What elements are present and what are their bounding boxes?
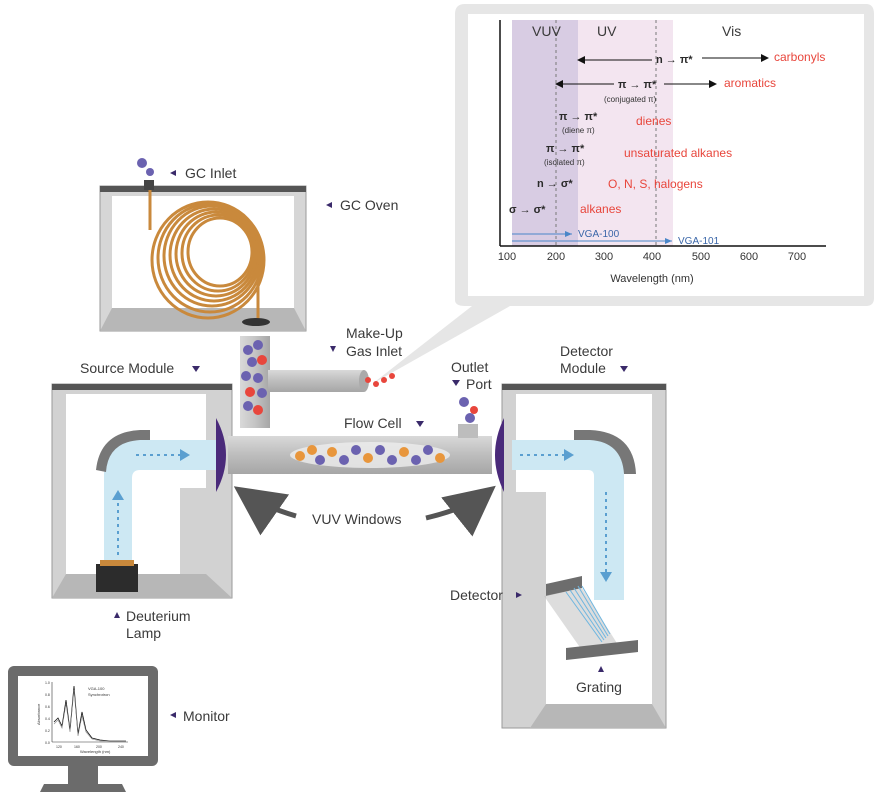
make-up-label-2: Gas Inlet — [346, 343, 402, 359]
transition-carbonyls: n → π* carbonyls — [577, 50, 825, 66]
svg-text:0.4: 0.4 — [45, 717, 50, 721]
source-module — [51, 383, 233, 599]
region-vuv: VUV — [532, 23, 561, 39]
region-vis: Vis — [722, 23, 741, 39]
outlet-pointer-icon — [452, 380, 460, 386]
monitor-ylabel: Absorbance — [36, 703, 41, 725]
svg-text:carbonyls: carbonyls — [774, 50, 825, 64]
vuv-window-arrow-right — [425, 485, 496, 537]
monitor-label: Monitor — [183, 708, 230, 724]
detector-label: Detector — [450, 587, 503, 603]
monitor-legend-2: Synchrotron — [88, 692, 110, 697]
svg-text:π → π*: π → π* — [546, 143, 585, 155]
svg-text:0.2: 0.2 — [45, 729, 50, 733]
deuterium-lamp-icon — [96, 564, 138, 592]
gc-column-coil — [148, 190, 266, 322]
region-uv: UV — [597, 23, 617, 39]
svg-text:π → π*: π → π* — [618, 79, 657, 91]
tick-100: 100 — [498, 251, 516, 263]
svg-text:0.0: 0.0 — [45, 741, 50, 745]
vuv-windows-label: VUV Windows — [312, 511, 401, 527]
svg-text:n → σ*: n → σ* — [537, 178, 573, 190]
transition-heteroatoms: n → σ* O, N, S, halogens — [537, 177, 703, 191]
monitor: VGA-100 Synchrotron Wavelength (nm) Abso… — [8, 666, 158, 792]
monitor-legend-1: VGA-100 — [88, 686, 105, 691]
grating-label: Grating — [576, 679, 622, 695]
inset-xlabel: Wavelength (nm) — [610, 273, 693, 285]
svg-text:0.8: 0.8 — [45, 693, 50, 697]
flow-cell-label: Flow Cell — [344, 415, 402, 431]
svg-text:160: 160 — [74, 745, 80, 749]
grating-pointer-icon — [598, 666, 604, 672]
detector-module-label-2: Module — [560, 360, 606, 376]
flow-cell-molecules — [295, 445, 445, 465]
detector-window — [495, 418, 504, 492]
monitor-pointer-icon — [170, 712, 176, 718]
outlet-molecules — [459, 397, 478, 423]
transition-aromatics: π → π* (conjugated π) aromatics — [555, 76, 776, 104]
grating-icon — [566, 640, 638, 660]
svg-text:(diene π): (diene π) — [562, 126, 595, 135]
source-module-label: Source Module — [80, 360, 174, 376]
range-vga-101: VGA-101 — [678, 236, 720, 247]
gc-oven — [99, 180, 307, 332]
inlet-molecules — [137, 158, 154, 176]
spectrum-inset: VUV UV Vis n → π* carbonyls π → π* (conj… — [372, 4, 874, 384]
deuterium-label-2: Lamp — [126, 625, 161, 641]
tick-600: 600 — [740, 251, 758, 263]
svg-text:O, N, S, halogens: O, N, S, halogens — [608, 177, 703, 191]
flow-cell — [228, 424, 492, 474]
outlet-label-2: Port — [466, 376, 492, 392]
deuterium-label-1: Deuterium — [126, 608, 191, 624]
svg-text:0.6: 0.6 — [45, 705, 50, 709]
svg-text:(conjugated π): (conjugated π) — [604, 95, 657, 104]
range-vga-100: VGA-100 — [578, 229, 620, 240]
svg-text:120: 120 — [56, 745, 62, 749]
svg-text:200: 200 — [96, 745, 102, 749]
tick-200: 200 — [547, 251, 565, 263]
svg-text:σ → σ*: σ → σ* — [509, 204, 546, 216]
transition-unsaturated: π → π* (isolated π) unsaturated alkanes — [544, 143, 732, 167]
svg-text:alkanes: alkanes — [580, 202, 621, 216]
vuv-region — [512, 20, 578, 246]
monitor-xlabel: Wavelength (nm) — [80, 749, 111, 754]
source-window — [216, 418, 226, 492]
transition-alkanes: σ → σ* alkanes — [509, 202, 621, 216]
gc-inlet-pointer-icon — [170, 170, 176, 176]
svg-text:(isolated π): (isolated π) — [544, 158, 585, 167]
svg-text:aromatics: aromatics — [724, 76, 776, 90]
transfer-molecules — [241, 340, 267, 415]
svg-text:dienes: dienes — [636, 114, 671, 128]
gc-oven-label: GC Oven — [340, 197, 398, 213]
make-up-pointer-icon — [330, 346, 336, 352]
detector-plate-icon — [546, 576, 582, 596]
gc-oven-pointer-icon — [326, 202, 332, 208]
detector-pointer-icon — [516, 592, 522, 598]
deuterium-pointer-icon — [114, 612, 120, 618]
svg-text:n → π*: n → π* — [656, 54, 693, 66]
make-up-label-1: Make-Up — [346, 325, 403, 341]
outlet-label-1: Outlet — [451, 359, 488, 375]
vuv-window-arrow-left — [233, 486, 297, 536]
flow-cell-pointer-icon — [416, 421, 424, 427]
uv-region — [578, 20, 673, 246]
tick-400: 400 — [643, 251, 661, 263]
svg-text:1.0: 1.0 — [45, 681, 50, 685]
tick-300: 300 — [595, 251, 613, 263]
detector-module — [495, 383, 667, 729]
gc-inlet-label: GC Inlet — [185, 165, 236, 181]
make-up-molecules — [365, 373, 395, 387]
svg-text:240: 240 — [118, 745, 124, 749]
make-up-gas-tube — [268, 370, 364, 392]
detector-module-pointer-icon — [620, 366, 628, 372]
detector-module-label-1: Detector — [560, 343, 613, 359]
svg-text:π → π*: π → π* — [559, 111, 598, 123]
transition-dienes: π → π* (diene π) dienes — [559, 111, 671, 135]
source-module-pointer-icon — [192, 366, 200, 372]
tick-500: 500 — [692, 251, 710, 263]
tick-700: 700 — [788, 251, 806, 263]
svg-text:unsaturated alkanes: unsaturated alkanes — [624, 146, 732, 160]
